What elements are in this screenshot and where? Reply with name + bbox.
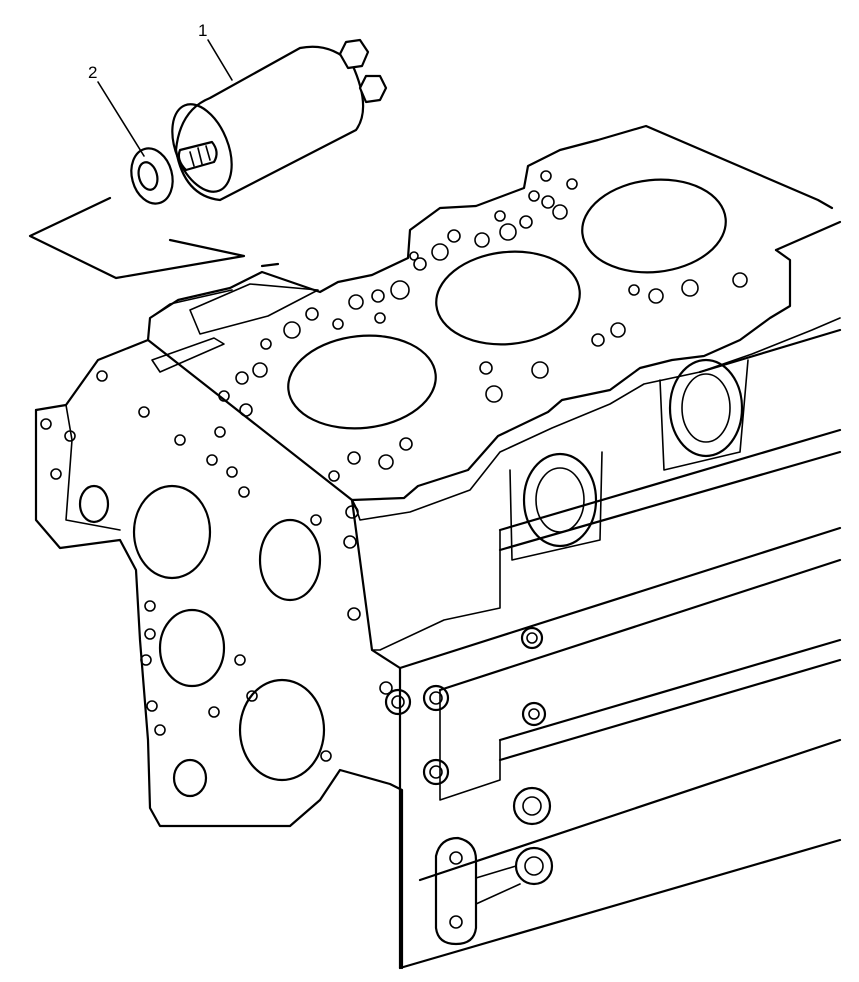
nipple-threads [189,145,211,167]
front-face-holes [40,370,393,762]
front-opening-2 [158,608,226,688]
callout-2-label: 2 [88,63,97,82]
cylinder-bore-2 [435,250,581,346]
part-1-oil-filter [171,38,388,202]
front-opening-small [78,484,110,524]
front-opening-5 [258,518,322,602]
deck-holes [214,170,748,482]
washer-inner [137,161,159,191]
block-right-upper-edge [774,220,842,252]
side-boss-2-inner [681,373,731,443]
callout-1: 1 [198,21,233,81]
gasket-edge [149,289,233,319]
cut-line [260,262,280,268]
side-boss-1 [522,452,598,548]
callout-1-label: 1 [198,21,207,40]
side-boss-1-inner [535,467,585,533]
side-boss-1-collar [509,451,603,561]
callout-2-leader [97,81,145,157]
block-side-step [371,529,501,651]
front-opening-1 [132,484,212,580]
projection-frame [28,196,246,280]
front-opening-4 [172,758,208,798]
mount-plate-hole-bottom [449,915,463,929]
callout-1-leader [207,39,233,81]
cylinder-bore-1 [287,334,437,430]
block-right-rail-6 [498,658,842,762]
block-right-rail-2 [498,450,842,552]
deck-lower-lip [355,317,841,521]
block-right-rail-1 [498,428,842,532]
front-opening-3 [238,678,326,782]
engine-block [34,124,842,970]
terminal-nut-1 [338,38,370,70]
block-deck-outline [34,124,834,412]
block-right-rail-4 [438,558,842,692]
block-right-rail-7 [418,738,842,882]
front-face-inner-edge [65,404,121,531]
block-deck-side-edge [350,248,792,502]
side-boss-2-collar [659,359,749,471]
front-face-outline [34,408,404,970]
block-side-step-2 [439,689,501,801]
side-boss-2 [668,358,744,458]
terminal-nut-2 [358,74,388,104]
cylinder-bore-3 [581,178,727,274]
block-right-rail-3 [398,526,842,670]
block-bottom-edge [398,838,842,970]
mount-plate-hole-top [449,851,463,865]
block-right-rail-5 [498,638,842,742]
filter-body [174,45,365,202]
mount-plate-web [475,865,521,905]
block-right-mid-edge [698,328,842,374]
block-front-corner [350,498,402,970]
callout-2: 2 [88,63,145,157]
deck-rib [189,283,319,335]
deck-rib-2 [151,337,225,373]
mount-plate [434,836,478,946]
lower-bosses [384,626,554,886]
part-2-washer [130,147,174,205]
